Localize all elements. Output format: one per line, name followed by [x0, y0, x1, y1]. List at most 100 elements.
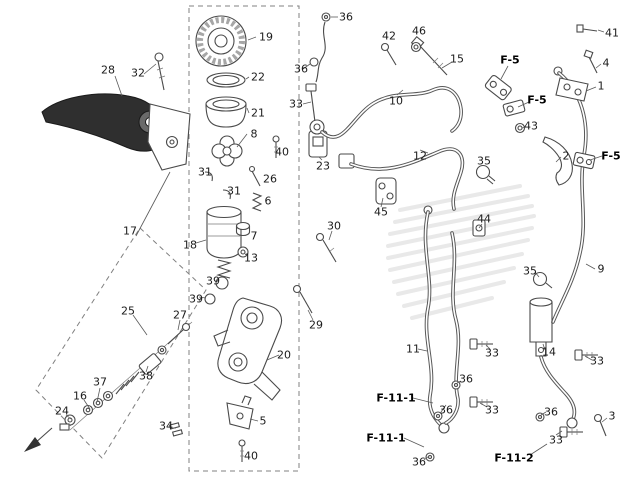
part-number-label: 32	[131, 66, 145, 80]
part-number-label: 18	[183, 238, 197, 252]
part-number-label: 36	[439, 403, 453, 417]
bolt-29	[292, 284, 313, 314]
part-number-label: 11	[406, 342, 420, 356]
part-number-label: 14	[542, 345, 556, 359]
part-number-label: 45	[374, 205, 388, 219]
washer-46	[410, 41, 422, 53]
screw-top	[272, 135, 280, 158]
part-number-label: 31	[198, 165, 212, 179]
connector-f5-a	[484, 74, 512, 101]
part-number-label: 27	[173, 308, 187, 322]
watermark	[386, 184, 536, 320]
bracket-1	[555, 77, 589, 102]
part-number-label: 34	[159, 419, 173, 433]
dashed-group-box-lever-pivot	[35, 227, 207, 459]
dashed-group-box-master-cylinder	[188, 5, 300, 472]
diaphragm	[205, 96, 247, 128]
banjo-bolt-33-a	[469, 338, 493, 350]
part-number-label: 5	[259, 414, 267, 428]
part-number-label: 33	[590, 354, 604, 368]
fitting-36-top	[315, 12, 331, 83]
part-number-label: 38	[139, 369, 153, 383]
clip-31-upper	[204, 171, 213, 182]
part-number-label: 17	[123, 224, 137, 238]
part-number-label: 33	[485, 346, 499, 360]
brake-hose-9	[551, 66, 588, 324]
part-number-label: 21	[251, 106, 265, 120]
cap-seal-ring	[206, 72, 246, 88]
bolt-3	[593, 413, 607, 437]
bracket-5	[226, 395, 254, 430]
screw-bottom	[238, 439, 246, 462]
part-number-label: 35	[523, 264, 537, 278]
master-cylinder-body	[213, 297, 283, 401]
part-number-label: 37	[93, 375, 107, 389]
part-number-label: 13	[244, 251, 258, 265]
bolt-42	[380, 42, 397, 66]
ref-label: F-5	[500, 53, 520, 67]
connector-f5-c	[572, 151, 596, 170]
part-number-label: 7	[250, 229, 258, 243]
part-number-label: 2	[562, 149, 570, 163]
fitting-36-b	[433, 411, 443, 421]
part-number-label: 20	[277, 348, 291, 362]
brake-hose-10	[320, 86, 463, 139]
part-number-label: 23	[316, 159, 330, 173]
part-number-label: 16	[73, 389, 87, 403]
bolt-30	[315, 232, 337, 263]
piston-assembly	[206, 205, 242, 279]
washer-13	[237, 246, 249, 258]
part-number-label: 9	[597, 262, 605, 276]
ref-label: F-5	[527, 93, 547, 107]
brake-hose-11	[423, 205, 450, 434]
part-number-label: 1	[597, 79, 605, 93]
part-number-label: 26	[263, 172, 277, 186]
part-number-label: 24	[55, 404, 69, 418]
ref-label: F-11-1	[366, 431, 406, 445]
part-number-label: 28	[101, 63, 115, 77]
arm-2	[542, 136, 573, 186]
pin-26	[248, 165, 261, 187]
part-number-label: 33	[485, 403, 499, 417]
part-number-label: 15	[450, 52, 464, 66]
ref-label: F-5	[601, 149, 621, 163]
sight-block-23	[308, 130, 328, 158]
part-number-label: 44	[477, 212, 491, 226]
part-number-label: 3	[608, 409, 616, 423]
part-number-label: 19	[259, 30, 273, 44]
leader-lines	[65, 16, 608, 461]
part-number-label: 39	[189, 292, 203, 306]
spring-6	[251, 192, 263, 212]
bolt-41	[576, 24, 598, 33]
part-number-label: 36	[339, 10, 353, 24]
part-number-label: 36	[294, 62, 308, 76]
ref-label: F-11-2	[494, 451, 534, 465]
circlip-39-upper	[215, 276, 229, 290]
part-number-label: 12	[413, 149, 427, 163]
part-number-label: 41	[605, 26, 619, 40]
clamp-35-upper	[475, 164, 496, 185]
fitting-36-c	[425, 452, 435, 462]
part-number-label: 36	[544, 405, 558, 419]
nut-43	[514, 122, 526, 134]
fitting-36-d	[535, 412, 545, 422]
connector-f5-b	[502, 99, 526, 117]
pivot-bolt	[154, 52, 166, 91]
circlip-39-lower	[204, 293, 216, 305]
part-number-label: 36	[459, 372, 473, 386]
fitting-36-mid	[309, 57, 319, 67]
rear-master-cylinder	[529, 297, 553, 357]
part-number-label: 43	[524, 119, 538, 133]
part-number-label: 8	[250, 127, 258, 141]
part-number-label: 35	[477, 154, 491, 168]
part-number-label: 10	[389, 94, 403, 108]
baffle-plate	[211, 135, 243, 167]
view-arrow-icon	[24, 427, 53, 452]
pivot-parts-string	[59, 321, 193, 437]
part-number-label: 30	[327, 219, 341, 233]
banjo-bolt-33-top	[305, 83, 325, 135]
banjo-bolt-33-c	[469, 396, 493, 408]
reservoir-cap	[195, 15, 247, 67]
